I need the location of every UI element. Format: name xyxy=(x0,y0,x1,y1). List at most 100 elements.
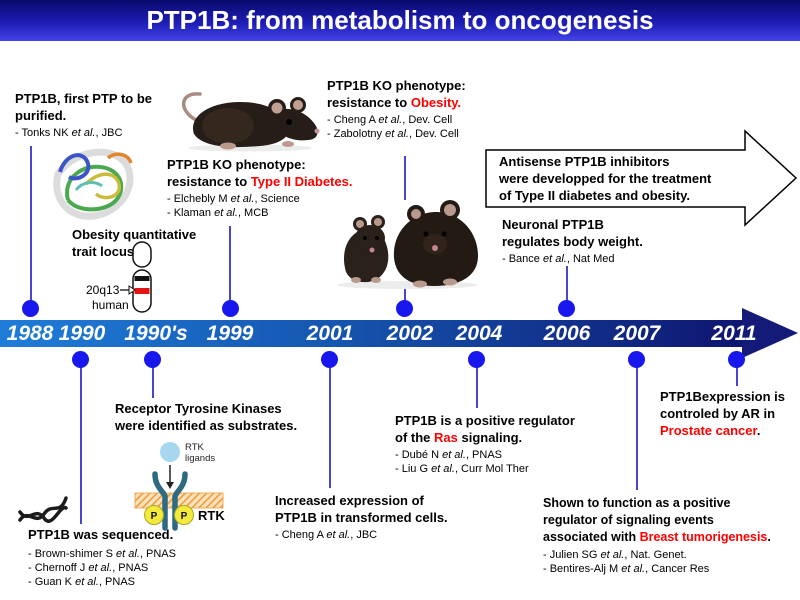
event-text: purified. xyxy=(15,108,67,123)
reference: - Julien SG et al., Nat. Genet. xyxy=(543,549,687,561)
protein-structure-image xyxy=(53,148,134,220)
reference: - Brown-shimer S et al., PNAS xyxy=(28,548,176,560)
phospho-label: P xyxy=(181,511,188,522)
event-text: Shown to function as a positive xyxy=(543,496,731,510)
event-text: PTP1B KO phenotype: xyxy=(167,157,306,172)
membrane-band xyxy=(134,492,224,509)
event-text: were identified as substrates. xyxy=(115,418,298,433)
event-qtl: Obesity quantitative trait locus xyxy=(72,226,196,260)
event-text: were developped for the treatment xyxy=(499,171,712,186)
locus-pointer-arrow-icon xyxy=(120,285,136,295)
phospho-circle xyxy=(174,505,194,525)
chromosome-ideogram xyxy=(132,241,152,313)
event-text: regulator of signaling events xyxy=(543,513,714,527)
event-text: Neuronal PTP1B xyxy=(502,217,604,232)
event-text: PTP1B, first PTP to be xyxy=(15,91,153,106)
event-1988-purified: PTP1B, first PTP to be purified. - Tonks… xyxy=(15,90,152,141)
event-text: of the Ras signaling. xyxy=(395,430,523,445)
species-label: human xyxy=(92,298,129,312)
slide-title: PTP1B: from metabolism to oncogenesis xyxy=(146,5,654,35)
event-2006-neuronal: Neuronal PTP1B regulates body weight. - … xyxy=(502,216,643,267)
event-text: PTP1B is a positive regulator xyxy=(395,413,575,428)
timeline-dot-1988 xyxy=(22,300,39,317)
timeline-dot-2002 xyxy=(396,300,413,317)
connector-line-1988 xyxy=(30,146,32,302)
connector-line-2007 xyxy=(636,366,638,490)
timeline-dot-1990 xyxy=(72,351,89,368)
connector-line-2002-lower xyxy=(404,282,406,302)
timeline-dot-1990s xyxy=(144,351,161,368)
timeline-dot-2001 xyxy=(321,351,338,368)
event-1990s-rtk: Receptor Tyrosine Kinases were identifie… xyxy=(115,400,297,434)
year-2004: 2004 xyxy=(455,322,503,345)
timeline-dot-2004 xyxy=(468,351,485,368)
connector-line-1990 xyxy=(80,366,82,524)
connector-line-2001 xyxy=(329,366,331,488)
connector-line-2006 xyxy=(566,266,568,302)
event-2007-breast: Shown to function as a positive regulato… xyxy=(543,495,771,576)
event-text: PTP1Bexpression is xyxy=(660,389,785,404)
mouse-1999-image xyxy=(182,92,320,152)
ligand-label: RTK xyxy=(185,442,204,453)
event-text: PTP1B KO phenotype: xyxy=(327,78,466,93)
event-2002-ko-obesity: PTP1B KO phenotype: resistance to Obesit… xyxy=(327,77,466,141)
highlight-red: Obesity. xyxy=(410,95,462,110)
event-2001-transformed: Increased expression of PTP1B in transfo… xyxy=(275,492,448,543)
reference: - Guan K et al., PNAS xyxy=(28,576,136,588)
year-1990s: 1990's xyxy=(124,322,188,345)
timeline-dot-1999 xyxy=(222,300,239,317)
event-text: trait locus xyxy=(72,244,135,259)
event-text: controled by AR in xyxy=(660,406,776,421)
timeline-dot-2007 xyxy=(628,351,645,368)
event-text: Prostate cancer. xyxy=(660,423,761,438)
ligand-label: ligands xyxy=(185,453,215,464)
reference: - Cheng A et al., JBC xyxy=(275,529,378,541)
reference: - Tonks NK et al., JBC xyxy=(15,127,123,139)
title-banner: PTP1B: from metabolism to oncogenesis xyxy=(0,0,800,41)
event-text: regulates body weight. xyxy=(502,234,643,249)
connector-line-2004 xyxy=(476,366,478,408)
year-2001: 2001 xyxy=(306,322,354,345)
reference: - Liu G et al., Curr Mol Ther xyxy=(395,462,529,475)
highlight-red: Breast tumorigenesis xyxy=(639,530,768,544)
phospho-circle xyxy=(144,505,164,525)
timeline-dot-2011 xyxy=(728,351,745,368)
timeline-arrowhead-icon xyxy=(742,308,798,358)
receptor-label: RTK xyxy=(198,508,225,523)
year-2002: 2002 xyxy=(386,322,434,345)
year-2011: 2011 xyxy=(711,322,757,345)
reference: - Bance et al., Nat Med xyxy=(502,253,615,265)
antisense-block-arrow xyxy=(485,129,798,227)
event-text: resistance to Obesity. xyxy=(327,95,462,110)
receptor-shape xyxy=(152,471,168,531)
event-text: PTP1B was sequenced. xyxy=(28,527,174,542)
connector-line-2011 xyxy=(736,366,738,386)
rtk-diagram: RTK ligands P P RTK xyxy=(134,442,225,531)
highlight-red: Type II Diabetes. xyxy=(250,174,353,189)
event-text: Increased expression of xyxy=(275,493,424,508)
receptor-shape xyxy=(172,471,188,531)
event-text: of Type II diabetes and obesity. xyxy=(499,188,690,203)
event-text: Antisense PTP1B inhibitors xyxy=(499,154,670,169)
reference: - Cheng A et al., Dev. Cell xyxy=(327,114,453,126)
year-2006: 2006 xyxy=(543,322,591,345)
event-text: Receptor Tyrosine Kinases xyxy=(115,401,282,416)
connector-line-1999 xyxy=(229,226,231,302)
timeline-bar xyxy=(0,320,742,347)
year-1999: 1999 xyxy=(206,322,254,345)
reference: - Dubé N et al., PNAS xyxy=(395,449,503,461)
connector-line-1990s xyxy=(152,366,154,398)
highlight-red: Prostate cancer xyxy=(660,423,757,438)
event-text: PTP1B in transformed cells. xyxy=(275,510,448,525)
down-arrow-icon xyxy=(166,482,174,489)
reference: - Bentires-Alj M et al., Cancer Res xyxy=(543,562,710,575)
highlight-red: Ras xyxy=(434,430,458,445)
event-text: Obesity quantitative xyxy=(72,227,197,242)
connector-line-2002-upper xyxy=(404,156,406,200)
reference: - Chernoff J et al., PNAS xyxy=(28,562,149,574)
locus-label: 20q13 xyxy=(86,283,120,297)
phospho-label: P xyxy=(151,511,158,522)
event-text: resistance to Type II Diabetes. xyxy=(167,174,353,189)
event-1999-ko-diabetes: PTP1B KO phenotype: resistance to Type I… xyxy=(167,156,352,220)
